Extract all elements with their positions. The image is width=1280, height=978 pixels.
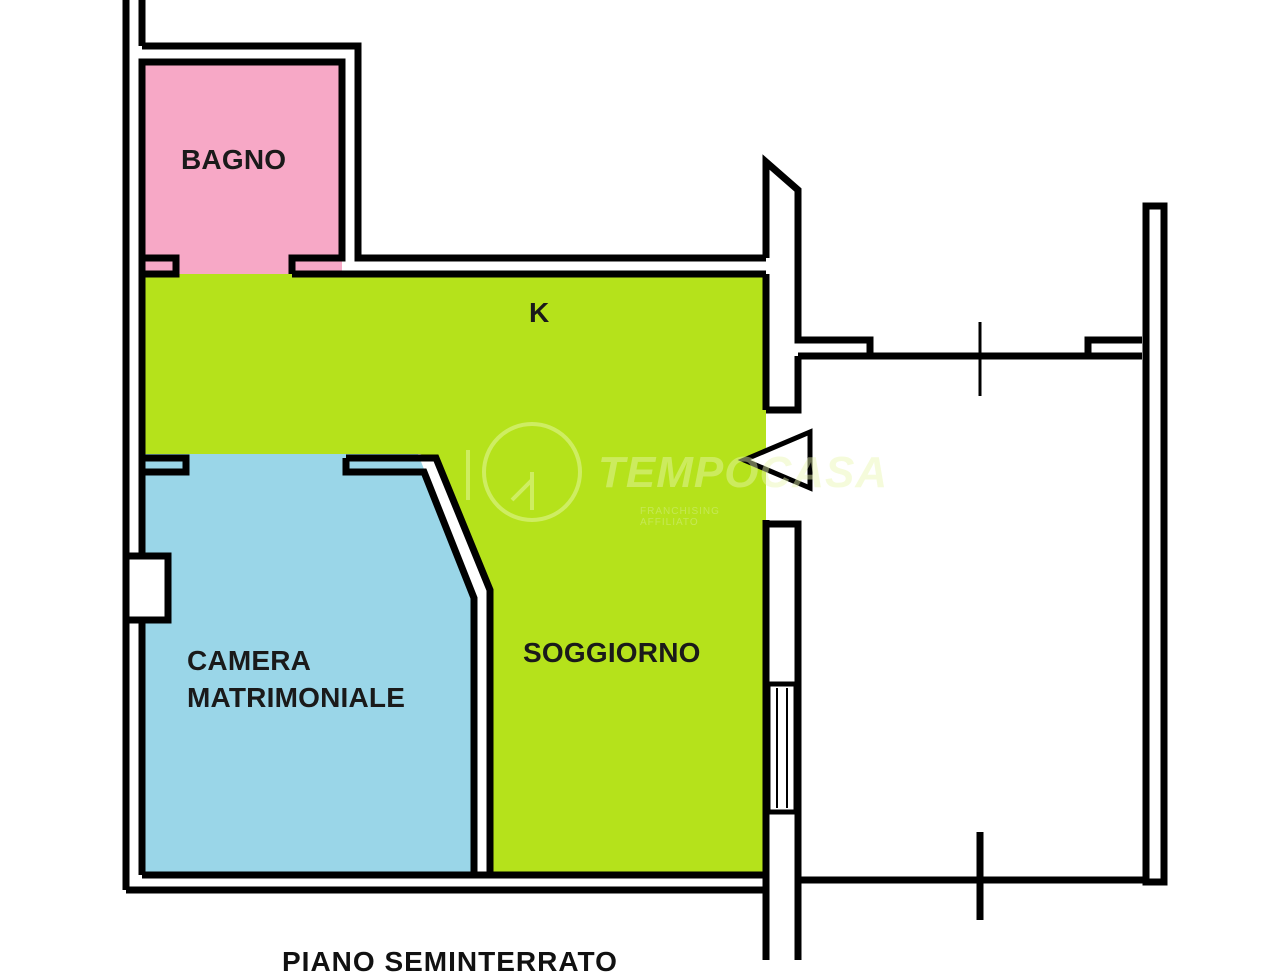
floor-title: PIANO SEMINTERRATO xyxy=(282,946,618,977)
room-kitchen xyxy=(142,274,766,454)
room-soggiorno xyxy=(420,454,766,875)
walls xyxy=(122,0,1168,960)
label-kitchen: K xyxy=(529,297,550,328)
room-camera xyxy=(142,454,474,875)
label-bagno: BAGNO xyxy=(181,144,287,175)
label-camera-line1: CAMERA xyxy=(187,645,312,676)
label-soggiorno: SOGGIORNO xyxy=(523,637,701,668)
room-bagno xyxy=(142,62,342,274)
label-camera-line2: MATRIMONIALE xyxy=(187,682,406,713)
window xyxy=(765,681,799,815)
entrance-triangle-icon xyxy=(737,428,813,492)
